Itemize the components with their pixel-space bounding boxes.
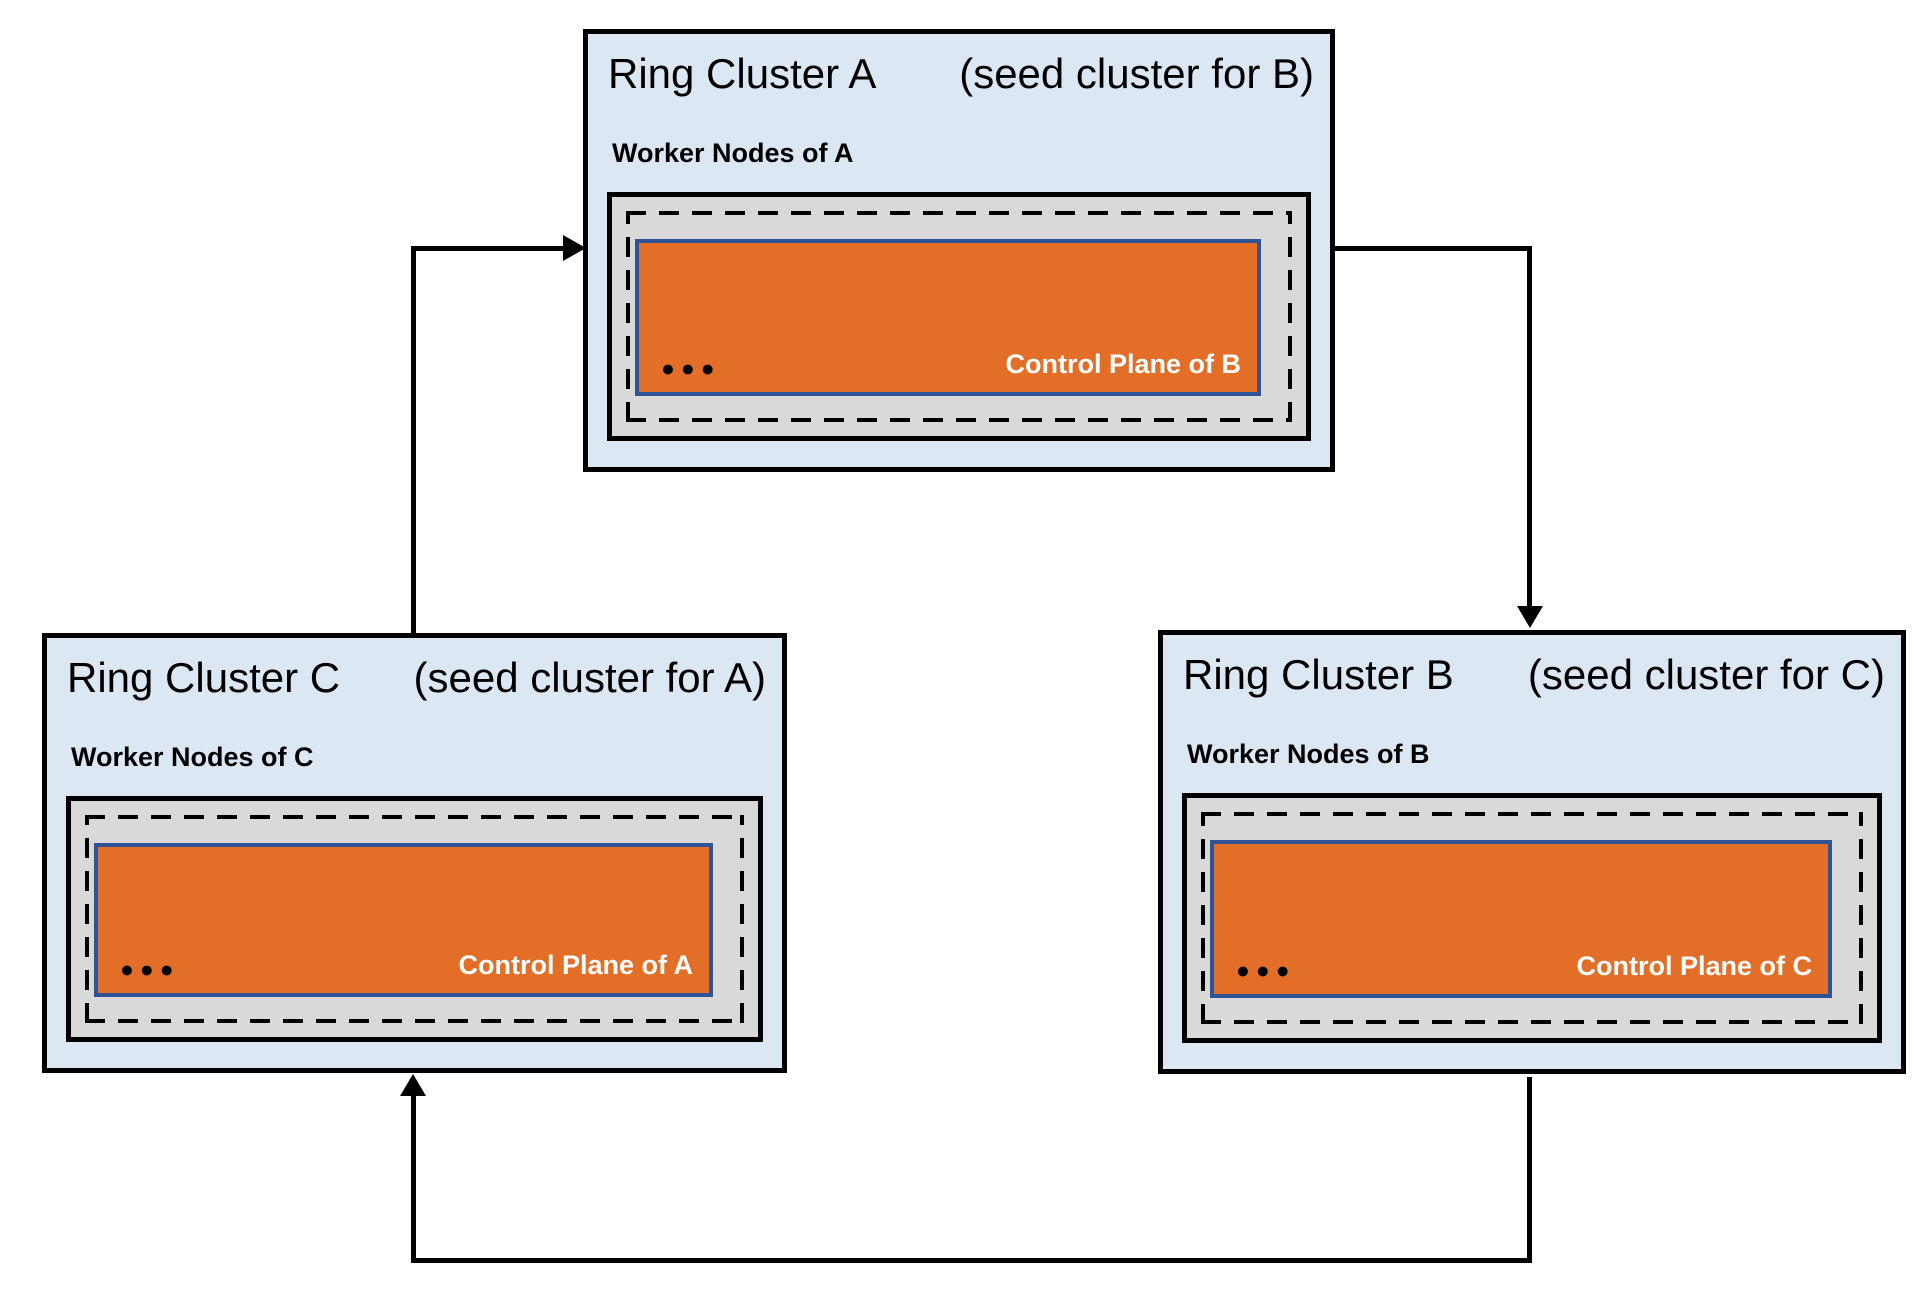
cluster-title: Ring Cluster C: [67, 654, 341, 701]
worker-nodes-label: Worker Nodes of B: [1187, 739, 1430, 769]
cluster-a-title-row: Ring Cluster A (seed cluster for B): [608, 48, 1314, 101]
more-nodes-ellipsis-icon: ●●●: [661, 355, 721, 381]
cluster-title: Ring Cluster A: [608, 50, 877, 97]
cluster-subtitle: (seed cluster for B): [959, 50, 1314, 97]
cluster-a: Ring Cluster A (seed cluster for B) Work…: [583, 29, 1335, 472]
edge-b-to-c-vertical-segment-1: [1527, 1077, 1532, 1263]
node-dashed-outline: ●●● Control Plane of C: [1201, 812, 1863, 1024]
edge-b-to-c-arrowhead-icon: [400, 1074, 426, 1096]
more-nodes-ellipsis-icon: ●●●: [1236, 957, 1296, 983]
worker-nodes-label: Worker Nodes of C: [71, 742, 314, 772]
edge-a-to-b-horizontal-segment: [1335, 246, 1532, 251]
edge-a-to-b-vertical-segment: [1527, 246, 1532, 610]
control-plane-box: ●●● Control Plane of A: [94, 843, 713, 997]
worker-node-box: ●●● Control Plane of B: [607, 192, 1311, 441]
control-plane-label: Control Plane of C: [1576, 951, 1813, 982]
cluster-b: Ring Cluster B (seed cluster for C) Work…: [1158, 630, 1906, 1074]
edge-a-to-b-arrowhead-icon: [1517, 606, 1543, 628]
control-plane-box: ●●● Control Plane of B: [635, 239, 1261, 396]
cluster-title: Ring Cluster B: [1183, 651, 1454, 698]
node-dashed-outline: ●●● Control Plane of B: [626, 211, 1292, 422]
edge-c-to-a-horizontal-segment: [411, 246, 563, 251]
node-dashed-outline: ●●● Control Plane of A: [85, 815, 744, 1023]
cluster-c-title-row: Ring Cluster C (seed cluster for A): [67, 652, 766, 705]
edge-c-to-a-arrowhead-icon: [563, 235, 586, 261]
cluster-c: Ring Cluster C (seed cluster for A) Work…: [42, 633, 787, 1073]
cluster-b-title-row: Ring Cluster B (seed cluster for C): [1183, 649, 1885, 702]
control-plane-label: Control Plane of A: [458, 950, 694, 981]
edge-b-to-c-vertical-segment-2: [411, 1094, 416, 1263]
more-nodes-ellipsis-icon: ●●●: [120, 956, 180, 982]
cluster-subtitle: (seed cluster for A): [413, 654, 766, 701]
edge-b-to-c-horizontal-segment: [411, 1258, 1532, 1263]
worker-node-box: ●●● Control Plane of A: [66, 796, 763, 1042]
worker-nodes-label: Worker Nodes of A: [612, 138, 854, 168]
cluster-subtitle: (seed cluster for C): [1527, 651, 1885, 698]
worker-node-box: ●●● Control Plane of C: [1182, 793, 1882, 1043]
control-plane-box: ●●● Control Plane of C: [1210, 840, 1832, 998]
control-plane-label: Control Plane of B: [1005, 349, 1242, 380]
edge-c-to-a-vertical-segment: [411, 248, 416, 633]
